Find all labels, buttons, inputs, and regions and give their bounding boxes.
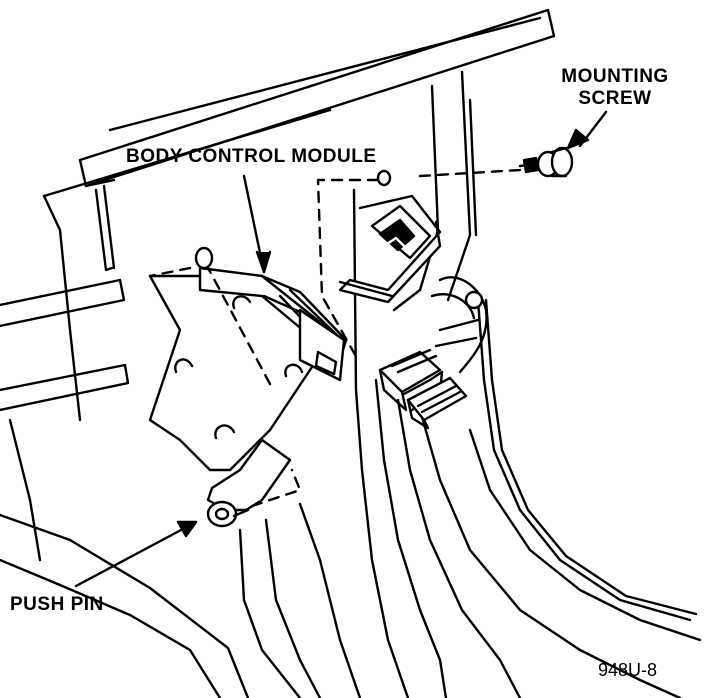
alignment-lines xyxy=(148,168,522,508)
mounting-screw-label-line2: SCREW xyxy=(578,88,652,109)
figure-id: 948U-8 xyxy=(598,660,658,680)
small-fasteners xyxy=(194,169,392,270)
mounting-bracket xyxy=(338,194,442,304)
mounting-screw xyxy=(518,146,574,178)
kick-panel xyxy=(352,70,702,698)
leader-lines xyxy=(74,110,608,588)
floor-panel xyxy=(238,502,362,698)
dash-panel xyxy=(0,8,556,698)
push-pin-label: PUSH PIN xyxy=(10,594,104,615)
wiring-connectors xyxy=(378,348,468,430)
body-control-module-label: BODY CONTROL MODULE xyxy=(126,146,377,167)
mounting-screw-label-line1: MOUNTING xyxy=(561,66,669,87)
body-control-module xyxy=(148,266,348,528)
mounting-screw-label: MOUNTING SCREW xyxy=(552,66,678,110)
